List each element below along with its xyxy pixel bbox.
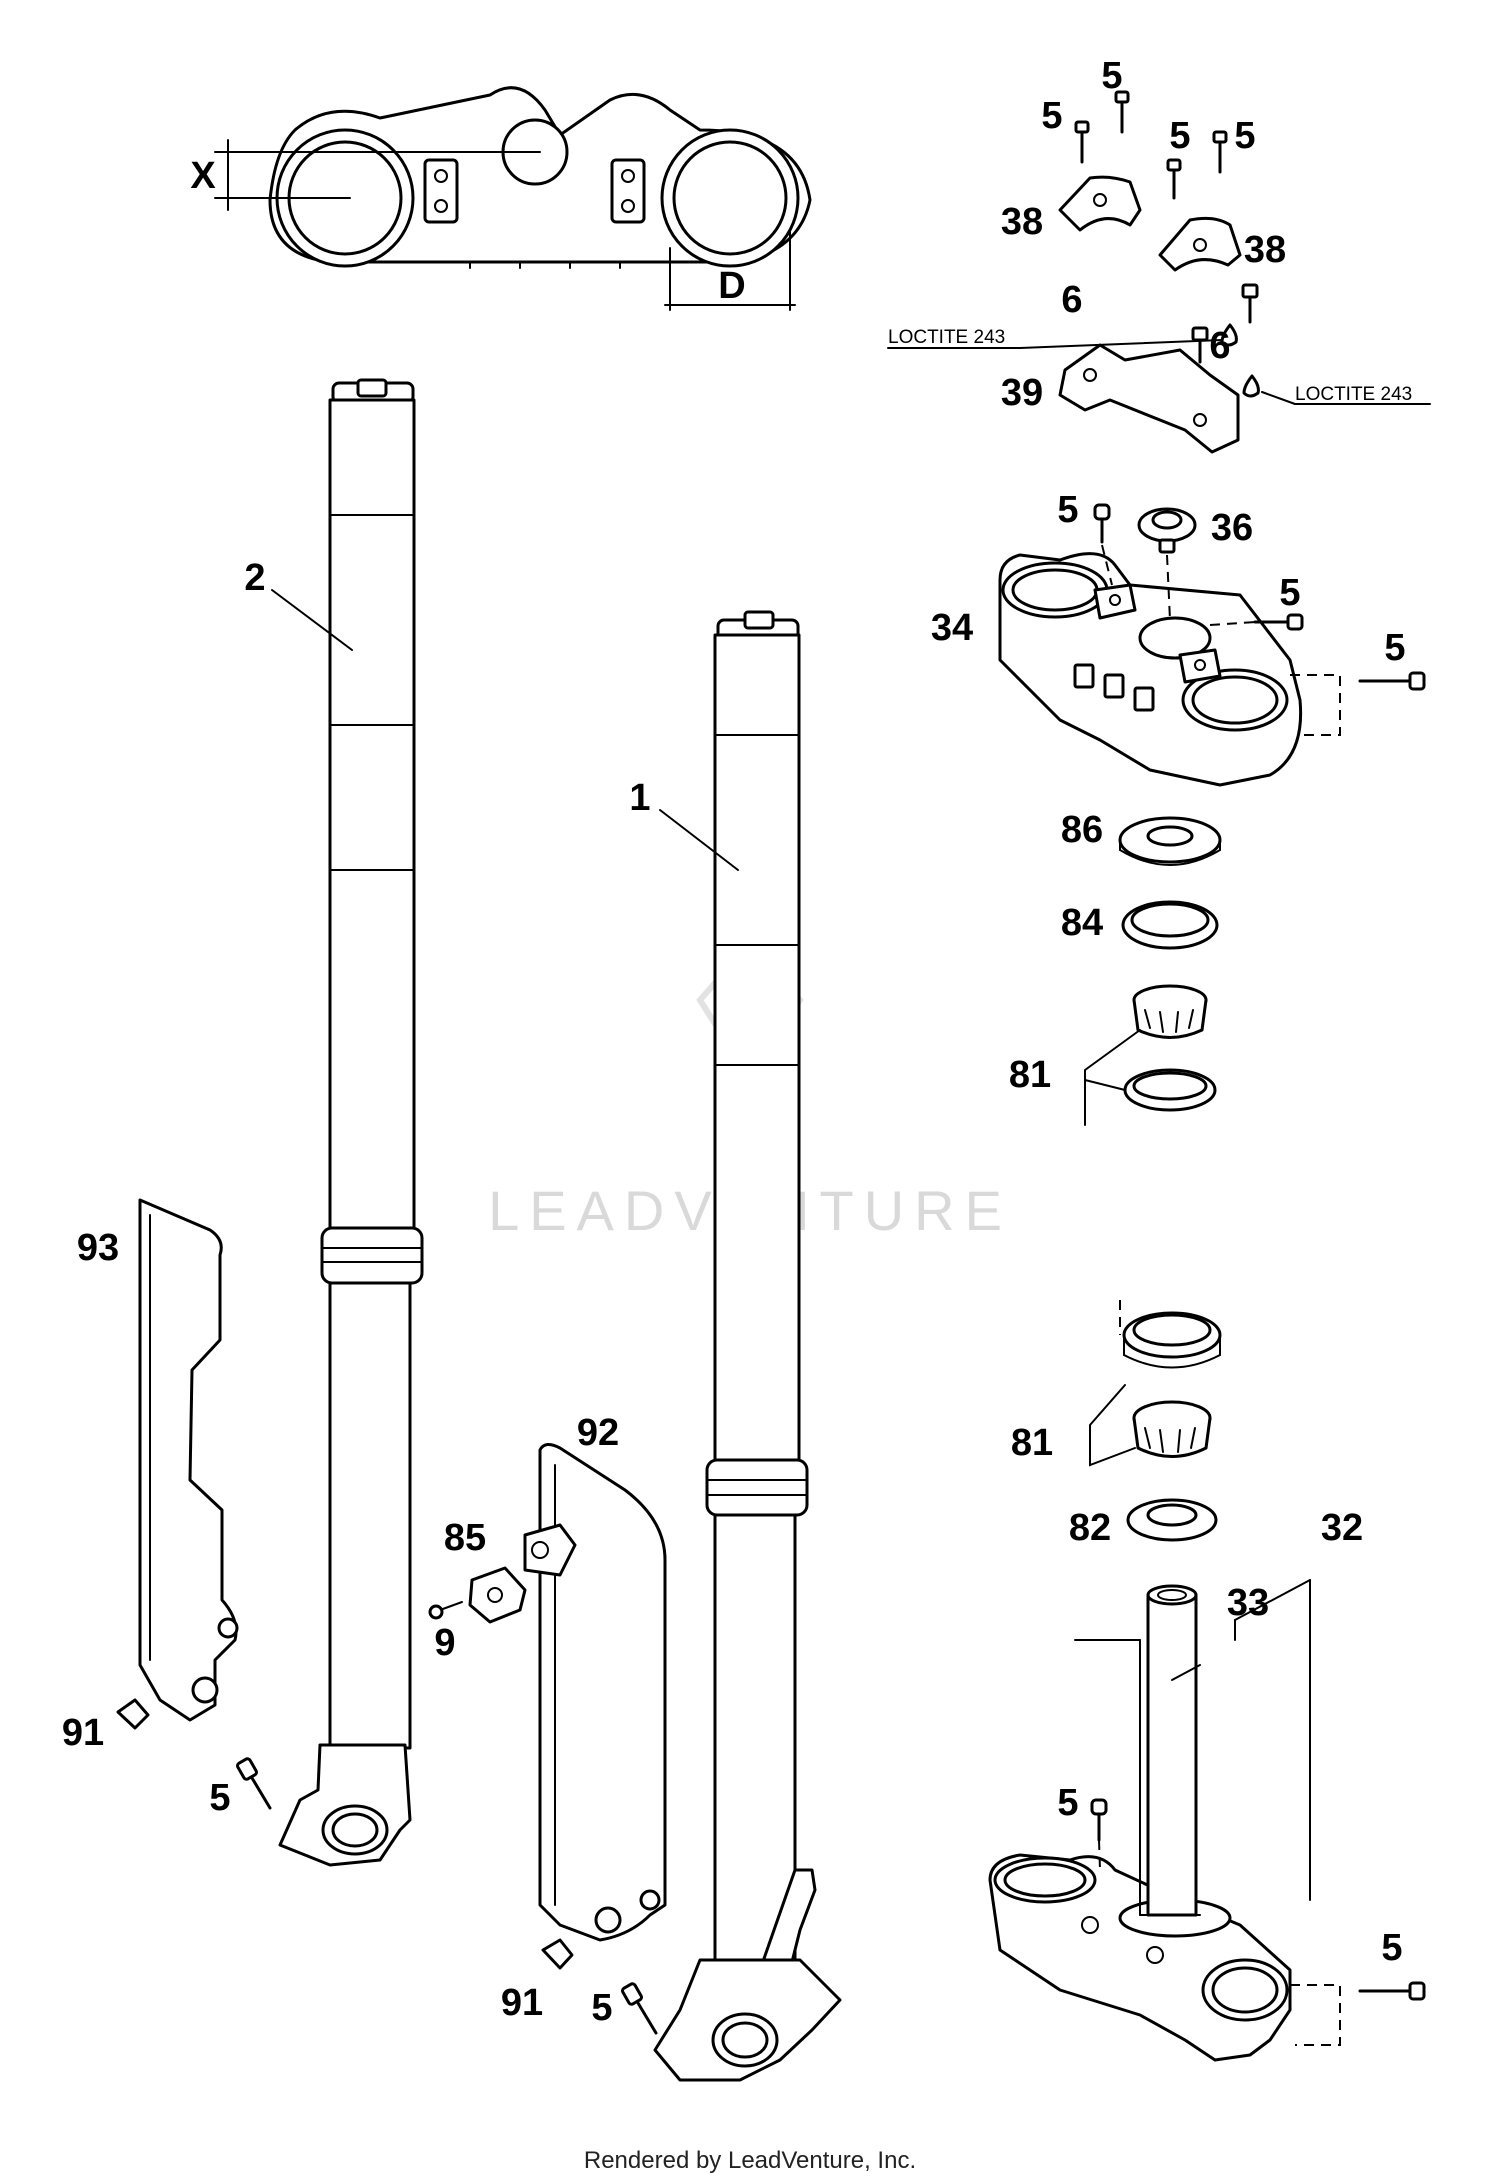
lower-bearing-81 <box>1089 1300 1222 1467</box>
callout-5-lower-right: 5 <box>1381 1927 1402 1969</box>
callout-6-right: 6 <box>1209 325 1230 367</box>
clamp-bolts-5 <box>1074 90 1228 200</box>
callout-5-right: 5 <box>591 1987 612 2029</box>
dust-seal-86 <box>1118 816 1222 866</box>
dimension-x-label: X <box>190 155 216 197</box>
callout-38-right: 38 <box>1244 229 1286 271</box>
bolt-5-lower-top <box>1090 1798 1108 1871</box>
leader-lines <box>271 589 1311 1916</box>
callout-32: 32 <box>1321 1507 1363 1549</box>
callout-1: 1 <box>629 777 650 819</box>
callout-33: 33 <box>1227 1582 1269 1624</box>
handlebar-clamp-38 <box>1058 175 1242 272</box>
seal-82 <box>1126 1498 1218 1542</box>
bolt-91-left <box>116 1698 150 1730</box>
bolt-91-right <box>541 1938 574 1970</box>
callout-5-top-2: 5 <box>1041 95 1062 137</box>
callout-81-lower: 81 <box>1011 1422 1053 1464</box>
callout-2: 2 <box>244 557 265 599</box>
callout-labels: 2 1 93 92 85 9 91 5 91 5 5 5 5 5 38 38 6… <box>62 55 1406 2029</box>
callout-34: 34 <box>931 607 973 649</box>
callout-82: 82 <box>1069 1507 1111 1549</box>
callout-5-clamp-top: 5 <box>1057 489 1078 531</box>
callout-9: 9 <box>434 1622 455 1664</box>
callout-5-clamp-side: 5 <box>1279 572 1300 614</box>
callout-5-clamp-right: 5 <box>1384 627 1405 669</box>
bolt-5-right <box>621 1982 658 2035</box>
fork-guard-92 <box>523 1443 667 1942</box>
bolt-5-left <box>236 1757 272 1810</box>
callout-86: 86 <box>1061 809 1103 851</box>
callout-5-top-3: 5 <box>1169 115 1190 157</box>
handlebar-clamp-39 <box>1058 343 1240 454</box>
callout-91-left: 91 <box>62 1712 104 1754</box>
callout-81-upper: 81 <box>1009 1054 1051 1096</box>
fork-leg-2 <box>278 378 424 1867</box>
bolt-5-clamp-top <box>1093 503 1113 586</box>
loctite-note-right: LOCTITE 243 <box>1295 384 1412 405</box>
upper-bearing-81 <box>1084 984 1217 1126</box>
callout-5-top-4: 5 <box>1234 115 1255 157</box>
dimension-d-label: D <box>718 265 745 307</box>
callout-84: 84 <box>1061 902 1103 944</box>
upper-triple-clamp-34 <box>998 552 1303 787</box>
bolt-5-clamp-side <box>1209 613 1304 631</box>
callout-5-left: 5 <box>209 1777 230 1819</box>
fork-guard-93 <box>138 1198 239 1722</box>
bolt-5-clamp-right <box>1290 671 1426 736</box>
seal-ring-84 <box>1121 900 1219 950</box>
fork-leg-1 <box>653 610 842 2082</box>
callout-93: 93 <box>77 1227 119 1269</box>
callout-92: 92 <box>577 1412 619 1454</box>
callout-39: 39 <box>1001 372 1043 414</box>
bolts-6 <box>1191 283 1260 398</box>
bolt-5-lower-right <box>1290 1981 1426 2046</box>
clamp-dimension-view: X D <box>190 86 812 311</box>
callout-5-lower-top: 5 <box>1057 1782 1078 1824</box>
callout-6-left: 6 <box>1061 279 1082 321</box>
callout-85: 85 <box>444 1517 486 1559</box>
callout-38-left: 38 <box>1001 201 1043 243</box>
bolt-9 <box>428 1601 463 1620</box>
top-nut-36 <box>1137 507 1197 621</box>
footer-credit: Rendered by LeadVenture, Inc. <box>584 2147 916 2174</box>
loctite-note-left: LOCTITE 243 <box>888 327 1005 348</box>
steering-stem-33 <box>1146 1584 1198 1917</box>
callout-5-top-1: 5 <box>1101 55 1122 97</box>
clamp-85 <box>468 1566 527 1624</box>
callout-36: 36 <box>1211 507 1253 549</box>
callout-91-right: 91 <box>501 1982 543 2024</box>
